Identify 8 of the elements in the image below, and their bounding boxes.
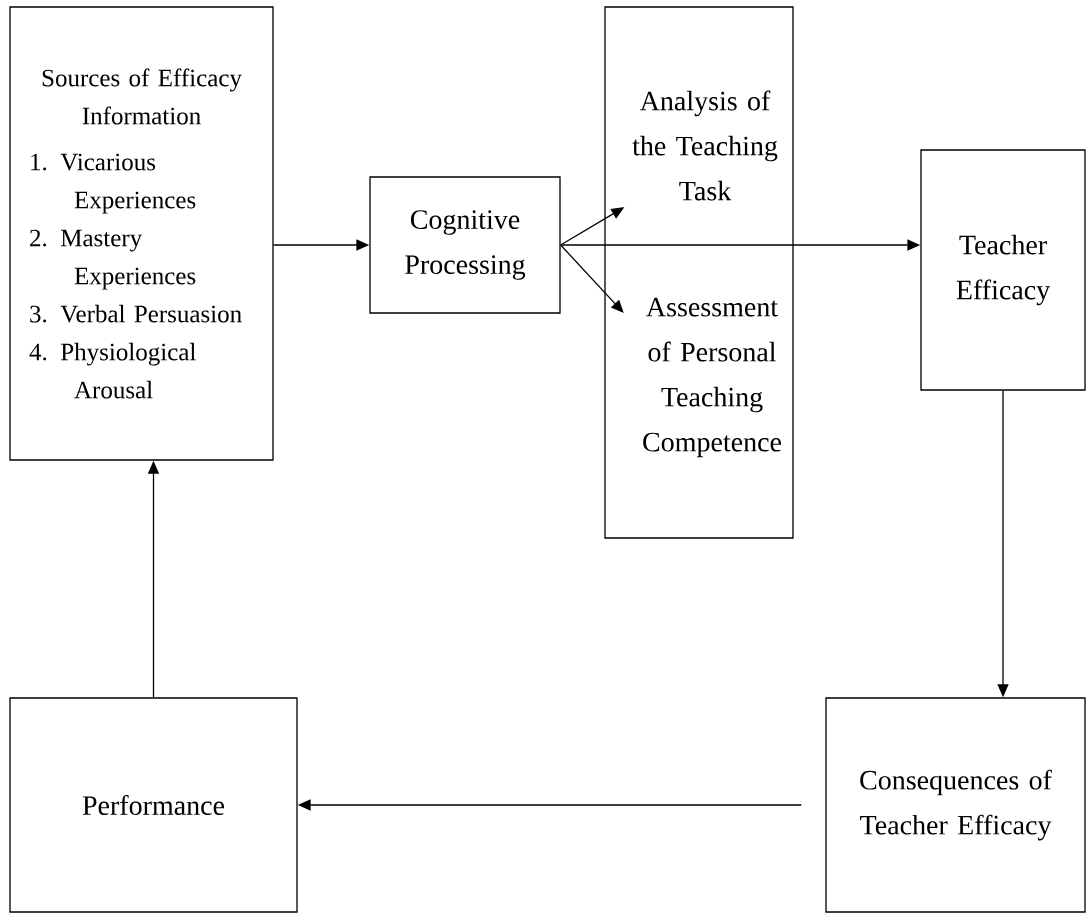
- step-text: Analysis of the Teaching Task: [632, 90, 778, 201]
- container-box: [604, 6, 794, 539]
- process-box: Cognitive Processing: [369, 176, 561, 314]
- result-box: Teacher Efficacy: [920, 149, 1086, 391]
- outcome-box: Consequences of Teacher Efficacy: [825, 697, 1086, 913]
- source-list-box: Sources of Efficacy Information 1. Vicarious Experiences 2. Mastery Experiences 3. Verbal Persuasion 4. Physiological Arousal: [9, 6, 274, 461]
- performance-box: Performance: [9, 697, 298, 913]
- step-text: Assessment of Personal Teaching Competence: [643, 297, 781, 458]
